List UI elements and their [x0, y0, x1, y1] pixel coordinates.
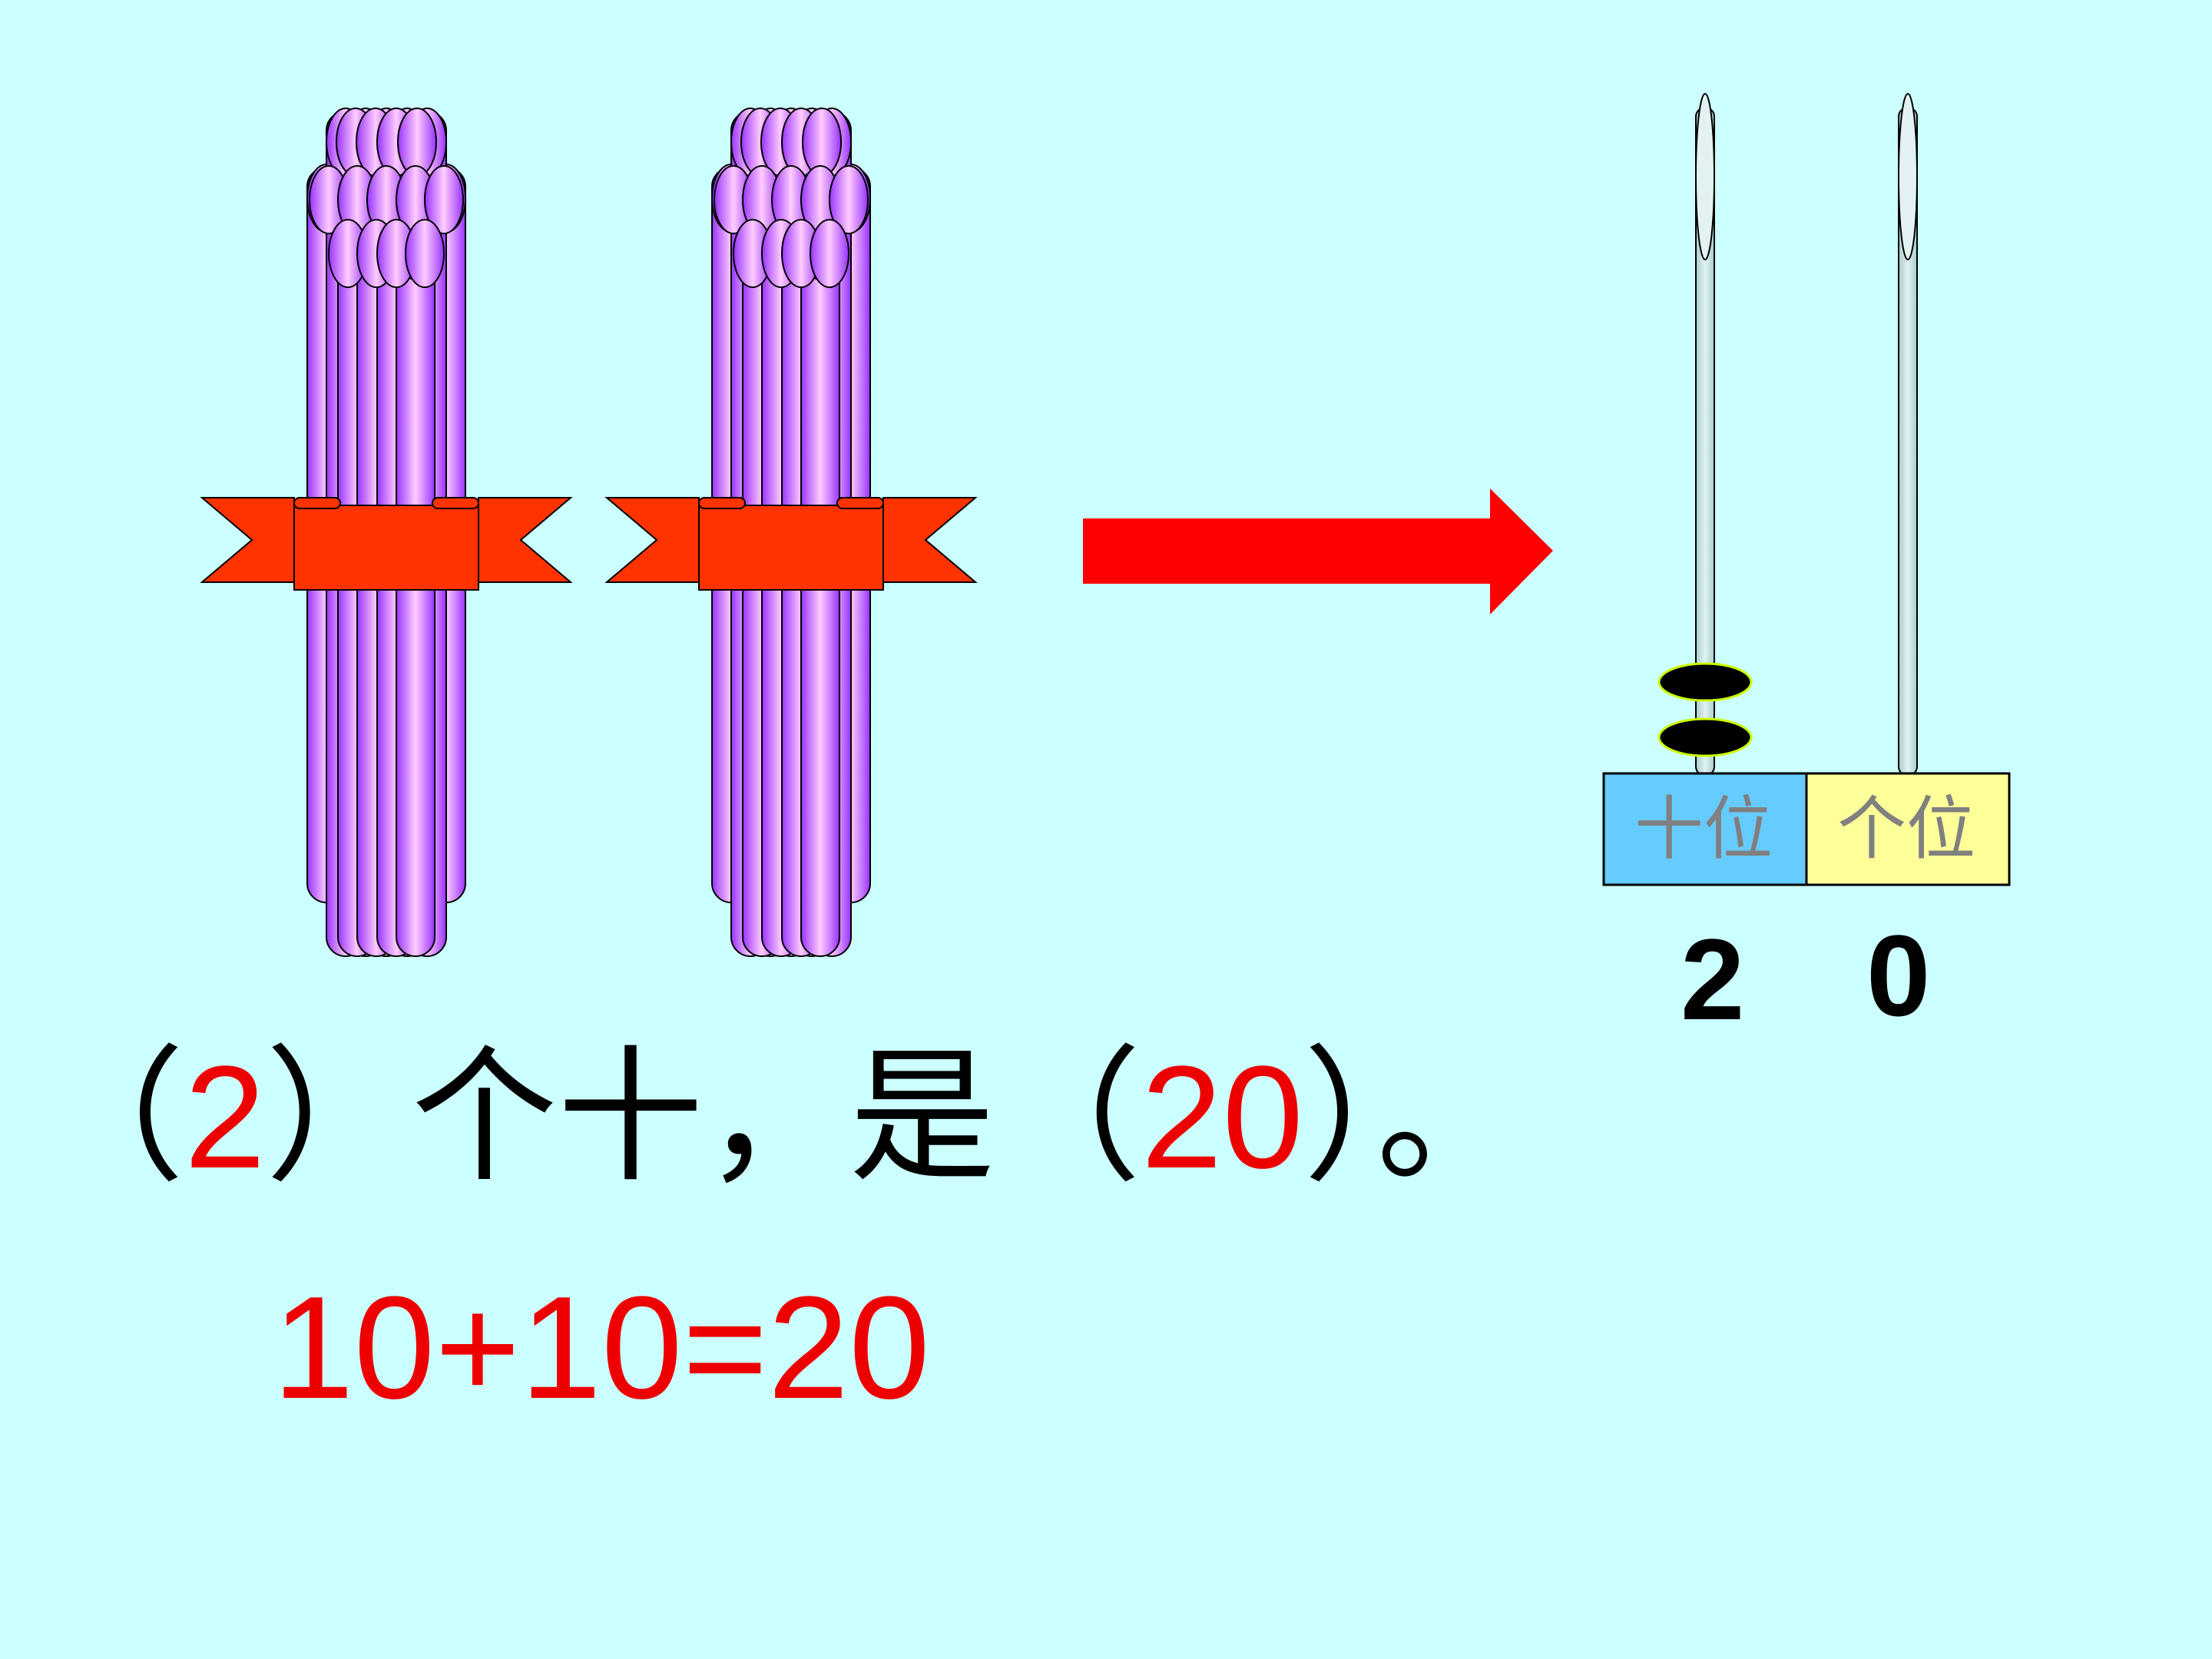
addition-equation: 10+10=20: [273, 1267, 930, 1429]
ones-place-label: 个位: [1837, 789, 1975, 869]
tens-place-label: 十位: [1634, 789, 1773, 869]
answer-number: 20: [1141, 1036, 1304, 1199]
sentence-close: ）。: [1303, 1032, 1523, 1202]
tens-place-box: [1602, 772, 1808, 886]
tens-rod: [1695, 93, 1715, 777]
stick-end: [405, 219, 445, 288]
ribbon: [200, 497, 573, 591]
stick-end: [810, 219, 849, 288]
stick-bundles: [200, 108, 978, 957]
tens-digit: 2: [1681, 915, 1745, 1044]
ones-rod: [1898, 93, 1918, 777]
abacus: [1602, 93, 2011, 886]
open-paren: （: [38, 1032, 185, 1202]
tens-beads: [1657, 662, 1753, 757]
right-arrow: [1083, 488, 1553, 614]
sentence-middle: ）个十，是（: [265, 1032, 1141, 1202]
stick-bundle: [604, 108, 978, 957]
ones-digit: 0: [1866, 911, 1931, 1040]
stick-bundle: [200, 108, 573, 957]
ribbon: [604, 497, 978, 591]
stick-end: [424, 165, 464, 234]
answer-tens-count: 2: [184, 1036, 266, 1199]
ones-place-box: [1805, 772, 2011, 886]
tens-bead: [1657, 662, 1753, 702]
tens-bead: [1657, 717, 1753, 757]
fill-in-sentence: （2）个十，是（20）。: [38, 1045, 1522, 1191]
stick-end: [829, 165, 869, 234]
